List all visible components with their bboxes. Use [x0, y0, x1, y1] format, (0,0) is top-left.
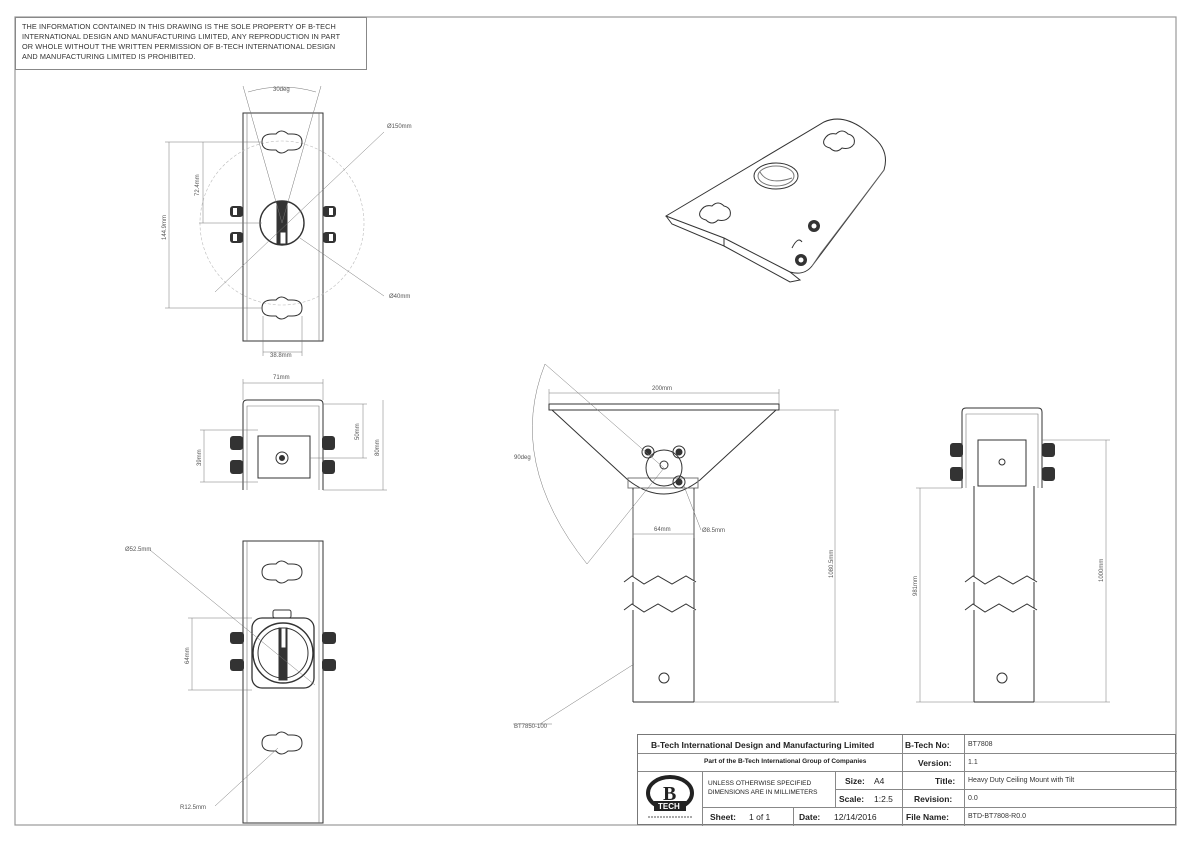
file-name-value: BTD-BT7808-R0.0	[968, 813, 1026, 820]
dim-diameter-40: Ø40mm	[389, 294, 410, 300]
file-name-label: File Name:	[906, 812, 949, 822]
sheet-value: 1 of 1	[749, 812, 771, 822]
dim-diameter-52: Ø52.5mm	[125, 547, 151, 553]
proprietary-notice: THE INFORMATION CONTAINED IN THIS DRAWIN…	[15, 17, 367, 70]
title-value: Heavy Duty Ceiling Mount with Tilt	[968, 777, 1075, 784]
dim-height-1000: 1000mm	[1099, 559, 1105, 582]
dim-length-145: 144.9mm	[162, 215, 168, 240]
dim-diameter-150: Ø150mm	[387, 124, 412, 130]
date-label: Date:	[799, 812, 821, 822]
notice-line: INTERNATIONAL DESIGN AND MANUFACTURING L…	[22, 32, 341, 41]
dim-height-50: 50mm	[355, 423, 361, 440]
side-view	[200, 379, 387, 491]
dim-radius-12: R12.5mm	[180, 805, 206, 811]
dim-angle-top: 30deg	[273, 87, 290, 93]
dim-width-38: 38.8mm	[270, 353, 292, 359]
size-value: A4	[874, 776, 885, 786]
title-block: B-Tech International Design and Manufact…	[637, 734, 1177, 826]
dim-height-80: 80mm	[375, 439, 381, 456]
dim-height-981: 981mm	[913, 576, 919, 596]
bottom-view	[149, 540, 336, 824]
btech-no-label: B-Tech No:	[905, 740, 950, 750]
front-view	[513, 363, 839, 725]
dim-height-39: 39mm	[197, 449, 203, 466]
company-name: B-Tech International Design and Manufact…	[651, 740, 875, 750]
top-view	[165, 85, 385, 356]
btech-logo: B TECH	[642, 773, 698, 821]
dim-hole-8: Ø8.5mm	[702, 528, 725, 534]
unless-line-2: DIMENSIONS ARE IN MILLIMETERS	[708, 789, 818, 796]
isometric-view	[664, 118, 886, 283]
revision-label: Revision:	[914, 794, 953, 804]
btech-no-value: BT7808	[968, 741, 993, 748]
dim-angle-90: 90deg	[514, 455, 531, 461]
date-value: 12/14/2016	[834, 812, 877, 822]
part-ref-label: BT7850-100	[514, 724, 548, 730]
dim-height-1080: 1080.5mm	[829, 550, 835, 578]
dim-pole-64: 64mm	[654, 527, 671, 533]
notice-line: OR WHOLE WITHOUT THE WRITTEN PERMISSION …	[22, 42, 336, 51]
logo-text: TECH	[658, 802, 680, 811]
sheet-border	[14, 16, 1177, 826]
notice-line: AND MANUFACTURING LIMITED IS PROHIBITED.	[22, 52, 196, 61]
notice-line: THE INFORMATION CONTAINED IN THIS DRAWIN…	[22, 22, 336, 31]
version-label: Version:	[918, 758, 952, 768]
scale-label: Scale:	[839, 794, 865, 804]
logo-letter: B	[663, 783, 676, 805]
revision-value: 0.0	[968, 795, 978, 802]
dim-height-64: 64mm	[185, 647, 191, 664]
dim-width-71: 71mm	[273, 375, 290, 381]
company-group: Part of the B-Tech International Group o…	[704, 758, 867, 765]
dim-length-72: 72.4mm	[195, 174, 201, 196]
size-label: Size:	[845, 776, 865, 786]
unless-line-1: UNLESS OTHERWISE SPECIFIED	[708, 780, 812, 787]
title-label: Title:	[935, 776, 956, 786]
dim-width-200: 200mm	[652, 386, 672, 392]
scale-value: 1:2.5	[874, 794, 893, 804]
right-view	[916, 407, 1110, 703]
sheet-label: Sheet:	[710, 812, 736, 822]
version-value: 1.1	[968, 759, 978, 766]
